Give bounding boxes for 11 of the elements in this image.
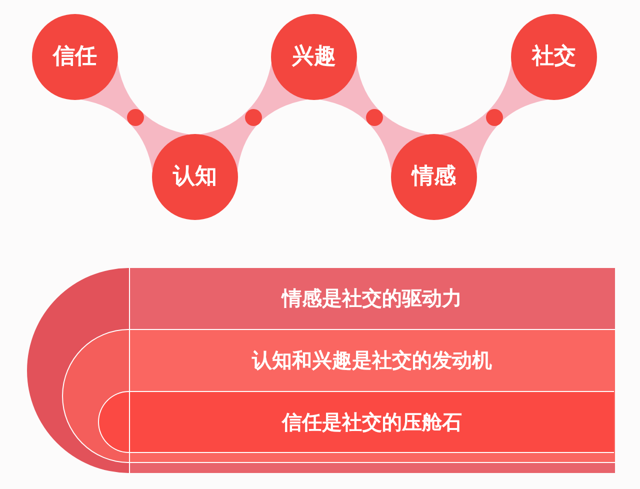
concept-circle: 兴趣 bbox=[271, 14, 357, 100]
rounded-band bbox=[62, 329, 615, 463]
rounded-band bbox=[98, 391, 614, 453]
concept-circle: 认知 bbox=[152, 134, 238, 220]
concept-circle: 社交 bbox=[511, 14, 597, 100]
concept-circle: 情感 bbox=[391, 134, 477, 220]
concept-circle: 信任 bbox=[32, 14, 118, 100]
statement-text: 认知和兴趣是社交的发动机 bbox=[252, 348, 492, 372]
statement-text: 情感是社交的驱动力 bbox=[282, 286, 462, 310]
rounded-band bbox=[27, 268, 615, 473]
statement-text: 信任是社交的压舱石 bbox=[282, 410, 462, 434]
